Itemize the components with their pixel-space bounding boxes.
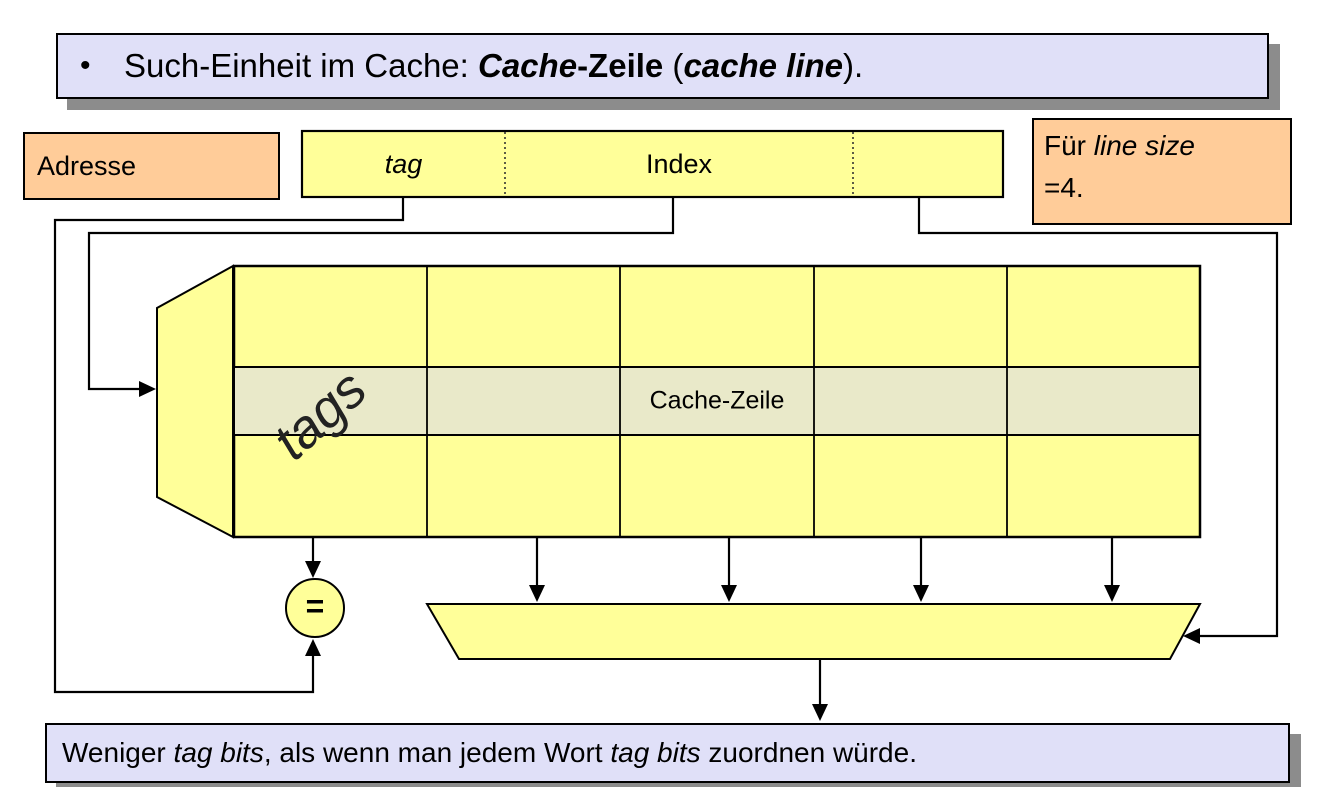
line-size-note-box: Für line size =4. [1032,118,1292,225]
title-run: cache line [683,47,844,84]
offset-mux-connector [917,197,1279,638]
title-run: Such-Einheit im Cache: [124,47,478,84]
footer-banner: Weniger tag bits, als wenn man jedem Wor… [45,723,1290,783]
index-select-connector [87,197,675,391]
note-run: Für [1044,130,1094,161]
address-tag-section: tag [302,131,505,197]
note-run: line size [1093,130,1195,161]
footer-run: Weniger [62,737,174,768]
tag-label: tag [384,148,423,179]
adresse-label: Adresse [37,150,137,181]
title-run: ). [843,47,864,84]
address-index-section: Index [505,131,853,197]
arrow-down-into-comparator-icon [305,561,321,578]
footer-text: Weniger tag bits, als wenn man jedem Wor… [62,737,917,769]
arrow-down-mux-output-icon [812,704,828,721]
adresse-note-box: Adresse [23,132,280,200]
title-run: -Zeile [577,47,664,84]
address-field-box [300,129,1005,199]
multiplexer-trapezoid [425,603,1202,660]
word-select-lines [535,537,1114,587]
index-label: Index [645,148,713,179]
cache-grid-column-dividers [426,266,1008,537]
title-text: Such-Einheit im Cache: Cache-Zeile (cach… [124,47,863,85]
word-select-arrowheads-icon [529,585,1120,602]
tag-compare-connector [53,197,405,694]
footer-run: tag bits [610,737,701,768]
cache-line-highlight-row [233,366,1201,436]
bullet-icon: • [80,49,91,82]
title-run: Cache [478,47,578,84]
arrow-right-into-decoder-icon [139,381,156,397]
title-banner: • Such-Einheit im Cache: Cache-Zeile (ca… [56,33,1269,99]
decoder-pentagon [156,264,234,539]
cache-zeile-label: Cache-Zeile [649,386,785,415]
footer-run: zuordnen würde. [700,737,917,768]
comparator-equals-label: = [305,588,325,625]
title-run: ( [663,47,684,84]
address-field-dotted-dividers [504,132,854,196]
footer-run: tag bits [173,737,264,768]
line-size-note-line1: Für line size [1044,125,1290,167]
footer-run: , als wenn man jedem Wort [263,737,611,768]
arrow-up-into-comparator-icon [305,639,321,656]
comparator-circle [285,578,345,638]
arrow-left-into-mux-icon [1183,628,1200,644]
line-size-note-line2: =4. [1044,172,1084,203]
